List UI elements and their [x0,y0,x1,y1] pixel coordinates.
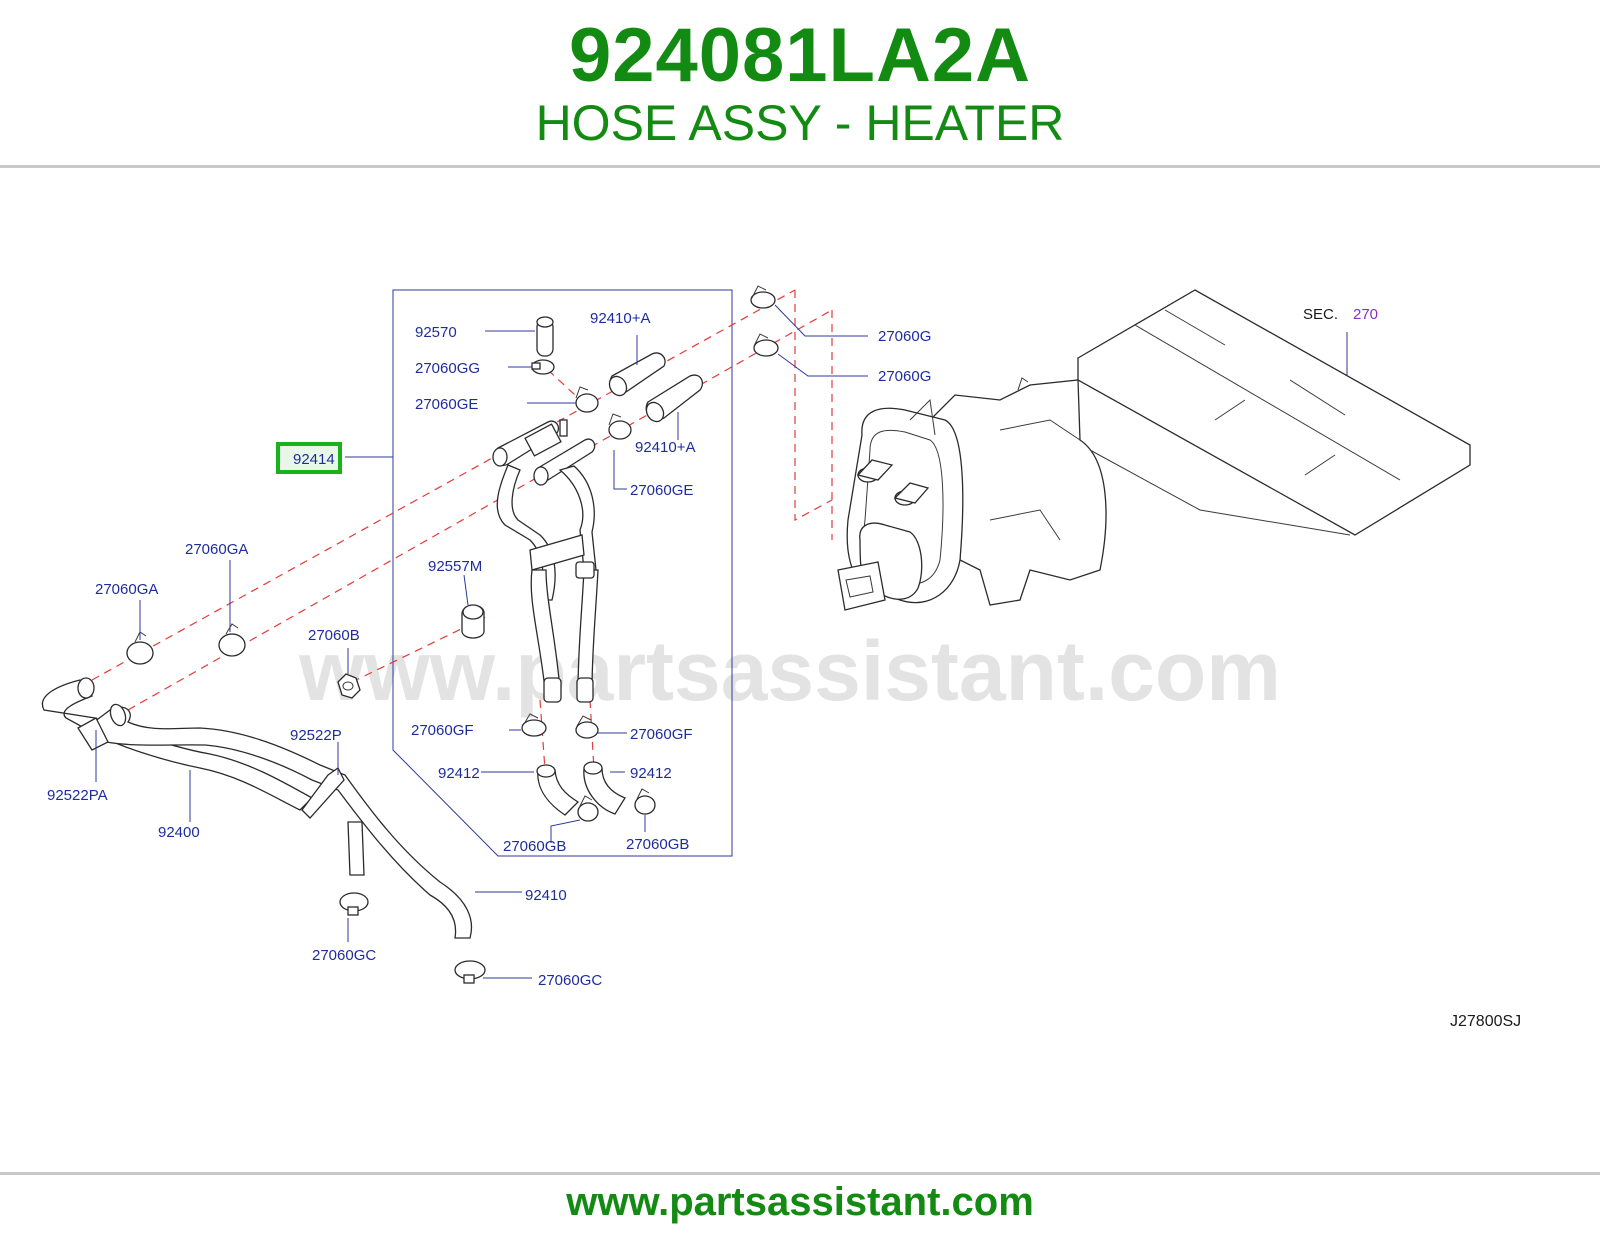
clamp-27060gf-right [575,715,599,739]
label-92557m[interactable]: 92557M [428,558,482,575]
hose-92410a-lower [645,374,704,423]
label-92570[interactable]: 92570 [415,324,457,341]
selected-part-highlight[interactable] [276,442,342,474]
label-27060gf-right[interactable]: 27060GF [630,726,693,743]
clamp-27060gf-left [521,713,547,737]
label-92410[interactable]: 92410 [525,887,567,904]
label-27060gb-left[interactable]: 27060GB [503,838,566,855]
label-92522pa[interactable]: 92522PA [47,787,108,804]
figure-code: J27800SJ [1450,1013,1521,1030]
label-27060ge-upper[interactable]: 27060GE [415,396,478,413]
label-27060ge-lower[interactable]: 27060GE [630,482,693,499]
hose-92400 [41,677,314,811]
label-92412-left[interactable]: 92412 [438,765,480,782]
label-27060ga-upper[interactable]: 27060GA [185,541,248,558]
label-27060g-upper[interactable]: 27060G [878,328,931,345]
clamp-27060ge-lower [608,413,632,440]
clamp-27060gb-right [634,788,656,815]
hose-92412-right [583,761,626,815]
part-number-title: 924081LA2A [568,13,1032,98]
leader-lines [95,330,679,979]
section-number-link[interactable]: 270 [1353,306,1378,323]
label-27060g-lower[interactable]: 27060G [878,368,931,385]
clamp-27060ge-upper [575,386,599,413]
section-reference: SEC. 270 [1303,306,1378,375]
engine-intake-manifold [837,289,1471,611]
clamp-27060gc-lower [454,960,486,984]
label-27060gf-left[interactable]: 27060GF [411,722,474,739]
hose-92410 [89,703,473,939]
section-prefix: SEC. [1303,306,1338,323]
label-92414[interactable]: 92414 [293,451,335,468]
footer-site-link[interactable]: www.partsassistant.com [566,1180,1034,1224]
clamp-27060gg [531,359,555,375]
grommet-92557m [461,604,485,639]
label-92412-right[interactable]: 92412 [630,765,672,782]
watermark-text: www.partsassistant.com [298,624,1281,718]
label-27060gg[interactable]: 27060GG [415,360,480,377]
clamp-27060g-lower [753,333,779,357]
label-92522p[interactable]: 92522P [290,727,342,744]
label-27060ga-lower[interactable]: 27060GA [95,581,158,598]
assembly-bracket [392,289,733,857]
label-27060gc-upper[interactable]: 27060GC [312,947,376,964]
grommet-27060b [337,673,361,699]
clamp-27060ga-right [218,623,246,657]
label-27060gb-right[interactable]: 27060GB [626,836,689,853]
footer-divider [0,1172,1600,1175]
hose-92412-left [536,764,580,816]
label-92400[interactable]: 92400 [158,824,200,841]
part-name-subtitle: HOSE ASSY - HEATER [535,95,1065,151]
heater-pipe-92414 [492,419,599,703]
label-27060gc-lower[interactable]: 27060GC [538,972,602,989]
label-92410a-lower[interactable]: 92410+A [635,439,695,456]
header-divider [0,165,1600,168]
parts-diagram: www.partsassistant.com [41,285,1521,1030]
cap-92570 [536,316,554,357]
hose-92410a-upper [608,352,666,397]
label-27060b[interactable]: 27060B [308,627,360,644]
label-92410a-upper[interactable]: 92410+A [590,310,650,327]
clamp-92522pa [77,717,109,751]
clamp-27060g-upper [750,285,776,309]
page-header: 924081LA2A HOSE ASSY - HEATER [0,0,1600,168]
clamp-27060gc-upper [339,892,369,916]
clamp-27060gb-left [577,795,599,822]
clamp-92522p [301,767,345,819]
